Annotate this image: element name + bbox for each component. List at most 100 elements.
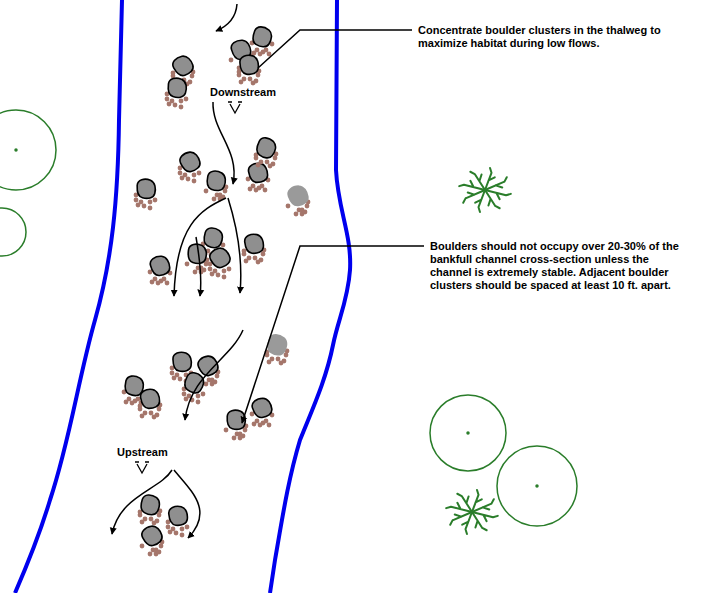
scour-gravel bbox=[184, 397, 189, 402]
flow-label: Upstream bbox=[117, 446, 168, 459]
boulder bbox=[244, 233, 264, 254]
scour-gravel bbox=[261, 252, 266, 257]
scour-gravel bbox=[264, 48, 269, 53]
boulder-cluster bbox=[242, 233, 267, 264]
scour-gravel bbox=[136, 203, 141, 208]
scour-gravel bbox=[286, 204, 291, 209]
scour-gravel bbox=[232, 436, 237, 441]
scour-gravel bbox=[243, 428, 248, 433]
scour-gravel bbox=[155, 519, 160, 524]
scour-gravel bbox=[256, 163, 261, 168]
scour-gravel bbox=[216, 273, 221, 278]
boulder bbox=[247, 162, 269, 184]
scour-gravel bbox=[254, 188, 259, 193]
flow-arrow bbox=[228, 198, 241, 293]
flow-arrow bbox=[185, 330, 243, 420]
scour-gravel bbox=[153, 198, 158, 203]
scour-gravel bbox=[171, 71, 176, 76]
scour-gravel bbox=[170, 371, 175, 376]
boulder bbox=[205, 170, 227, 192]
boulder bbox=[286, 184, 310, 208]
scour-gravel bbox=[192, 179, 197, 184]
boulder-cluster bbox=[134, 179, 158, 211]
boulder-cluster bbox=[182, 370, 207, 404]
scour-gravel bbox=[185, 525, 190, 530]
scour-gravel bbox=[204, 262, 209, 267]
scour-gravel bbox=[248, 77, 253, 82]
scour-gravel bbox=[241, 434, 246, 439]
flow-label: Downstream bbox=[210, 86, 276, 99]
scour-gravel bbox=[188, 80, 193, 85]
scour-gravel bbox=[168, 530, 173, 535]
shrub-branch bbox=[470, 172, 485, 190]
scour-gravel bbox=[252, 422, 257, 427]
boulder bbox=[139, 493, 162, 517]
scour-gravel bbox=[260, 184, 265, 189]
scour-gravel bbox=[204, 189, 209, 194]
scour-gravel bbox=[148, 200, 153, 205]
scour-gravel bbox=[178, 377, 183, 382]
scour-gravel bbox=[174, 531, 179, 536]
scour-gravel bbox=[227, 267, 232, 272]
scour-gravel bbox=[149, 517, 154, 522]
scour-gravel bbox=[148, 206, 153, 211]
boulder bbox=[170, 53, 195, 79]
flow-symbols bbox=[135, 102, 242, 473]
shrub-branch bbox=[450, 512, 472, 525]
scour-gravel bbox=[184, 97, 189, 102]
scour-gravel bbox=[172, 376, 177, 381]
scour-gravel bbox=[190, 74, 195, 79]
scour-gravel bbox=[267, 360, 272, 365]
boulder bbox=[240, 55, 259, 75]
flow-arrow bbox=[196, 237, 201, 296]
boulder-cluster bbox=[166, 505, 190, 537]
scour-gravel bbox=[213, 380, 218, 385]
boulder bbox=[167, 77, 188, 98]
scour-gravel bbox=[193, 270, 198, 275]
scour-gravel bbox=[305, 204, 310, 209]
scour-gravel bbox=[140, 544, 145, 549]
shrub-branch bbox=[457, 494, 472, 512]
scour-gravel bbox=[201, 392, 206, 397]
boulder bbox=[139, 388, 160, 410]
boulder-cluster bbox=[254, 135, 279, 168]
scour-gravel bbox=[256, 73, 261, 78]
scour-gravel bbox=[165, 281, 170, 286]
scour-gravel bbox=[254, 79, 259, 84]
flow-arrow bbox=[112, 470, 172, 534]
boulder-cluster bbox=[165, 77, 189, 109]
water-symbol bbox=[135, 462, 149, 473]
tree-center bbox=[536, 485, 538, 487]
scour-gravel bbox=[178, 171, 183, 176]
flow-arrow bbox=[213, 102, 234, 184]
scour-gravel bbox=[264, 419, 269, 424]
scour-gravel bbox=[192, 173, 197, 178]
shrub-branch bbox=[472, 512, 487, 530]
scour-gravel bbox=[267, 423, 272, 428]
scour-gravel bbox=[229, 58, 234, 63]
scour-gravel bbox=[244, 259, 249, 264]
left-bank bbox=[15, 0, 122, 593]
boulder-cluster bbox=[250, 25, 275, 57]
scour-gravel bbox=[155, 413, 160, 418]
scour-gravel bbox=[258, 423, 263, 428]
tree-center bbox=[467, 432, 469, 434]
scour-gravel bbox=[134, 198, 139, 203]
boulder-cluster bbox=[237, 55, 262, 85]
right-bank bbox=[270, 0, 350, 593]
scour-gravel bbox=[197, 171, 202, 176]
tree-canopy bbox=[0, 110, 56, 190]
scour-gravel bbox=[138, 404, 143, 409]
shrub-branch bbox=[463, 190, 485, 203]
boulder-cluster bbox=[246, 162, 271, 193]
boulder-cluster bbox=[207, 245, 232, 279]
trees bbox=[0, 110, 577, 526]
scour-gravel bbox=[130, 401, 135, 406]
scour-gravel bbox=[140, 414, 145, 419]
scour-gravel bbox=[239, 80, 244, 85]
scour-gravel bbox=[273, 156, 278, 161]
leader-line bbox=[242, 246, 424, 423]
scour-gravel bbox=[157, 407, 162, 412]
boulder-cluster bbox=[265, 333, 290, 366]
shrubs bbox=[446, 168, 511, 534]
